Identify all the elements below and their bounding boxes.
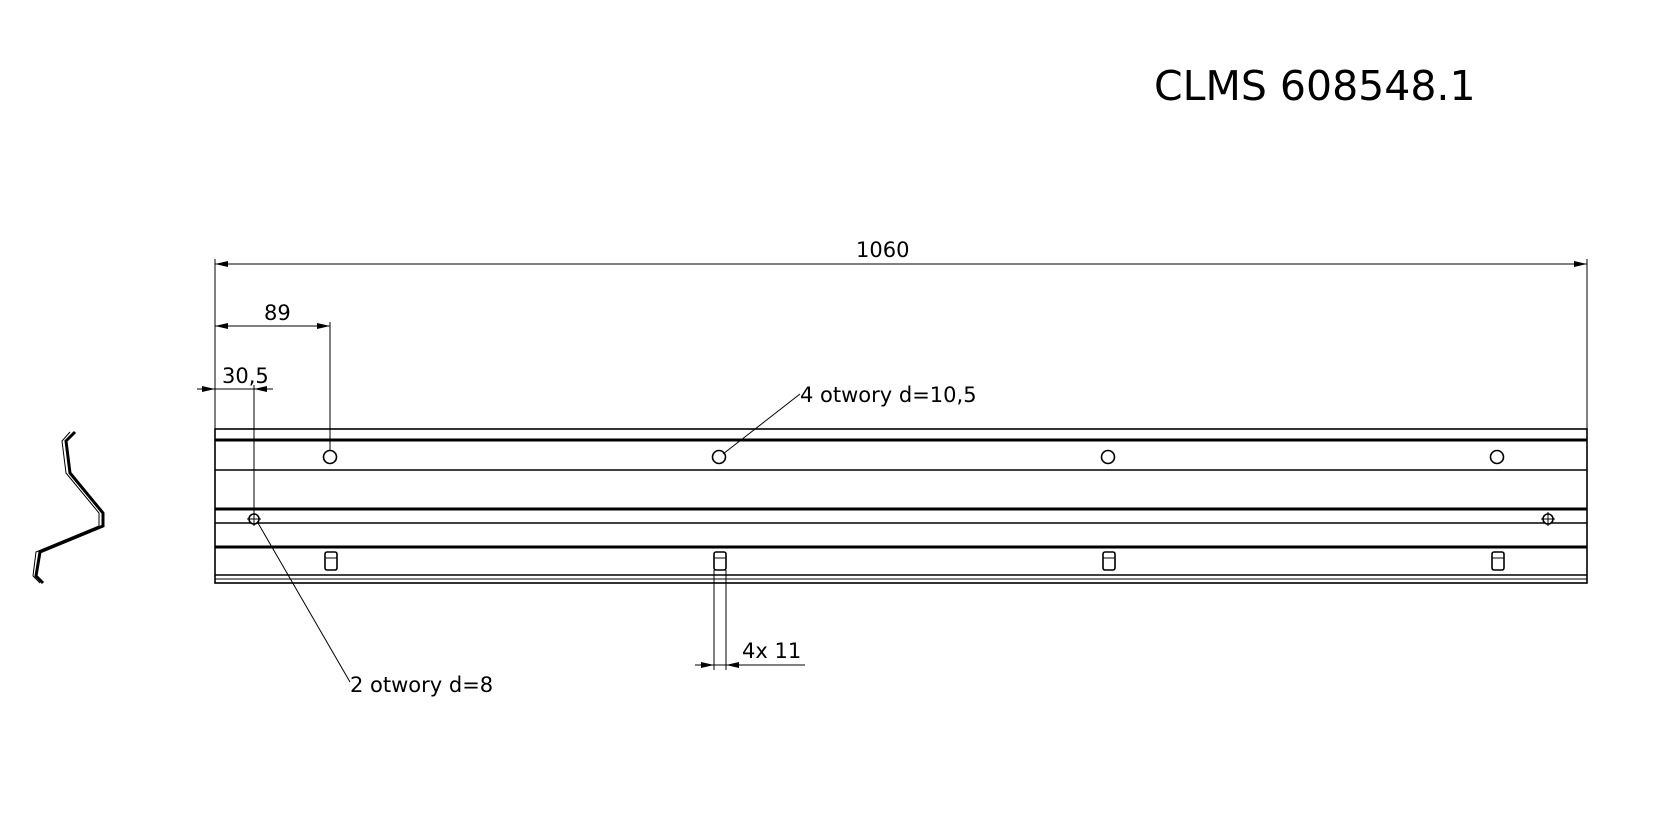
callout-large-holes: 4 otwory d=10,5	[722, 383, 977, 455]
dimension-small-hole: 30,5	[197, 364, 273, 513]
dimension-label: 4x 11	[742, 639, 801, 663]
callout-small-holes: 2 otwory d=8	[257, 522, 493, 697]
slot	[1102, 551, 1116, 571]
callout-label: 4 otwory d=10,5	[800, 383, 977, 407]
small-holes	[247, 512, 1555, 526]
side-profile	[32, 430, 105, 585]
dimension-first-hole: 89	[215, 301, 331, 451]
dimension-label: 1060	[856, 238, 909, 262]
dimension-label: 89	[264, 301, 291, 325]
plate-outline	[214, 428, 1588, 584]
large-hole	[322, 449, 338, 465]
large-holes	[322, 449, 1505, 465]
large-hole	[1489, 449, 1505, 465]
dimension-overall-length: 1060	[214, 238, 1588, 429]
callout-label: 2 otwory d=8	[350, 673, 493, 697]
large-hole	[1100, 449, 1116, 465]
slots	[324, 551, 1505, 571]
slot	[324, 551, 338, 571]
large-hole	[711, 449, 727, 465]
slot	[713, 551, 727, 571]
drawing-title: CLMS 608548.1	[1154, 62, 1476, 110]
dimension-slot-width: 4x 11	[695, 570, 805, 670]
slot	[1491, 551, 1505, 571]
dimension-label: 30,5	[222, 364, 269, 388]
